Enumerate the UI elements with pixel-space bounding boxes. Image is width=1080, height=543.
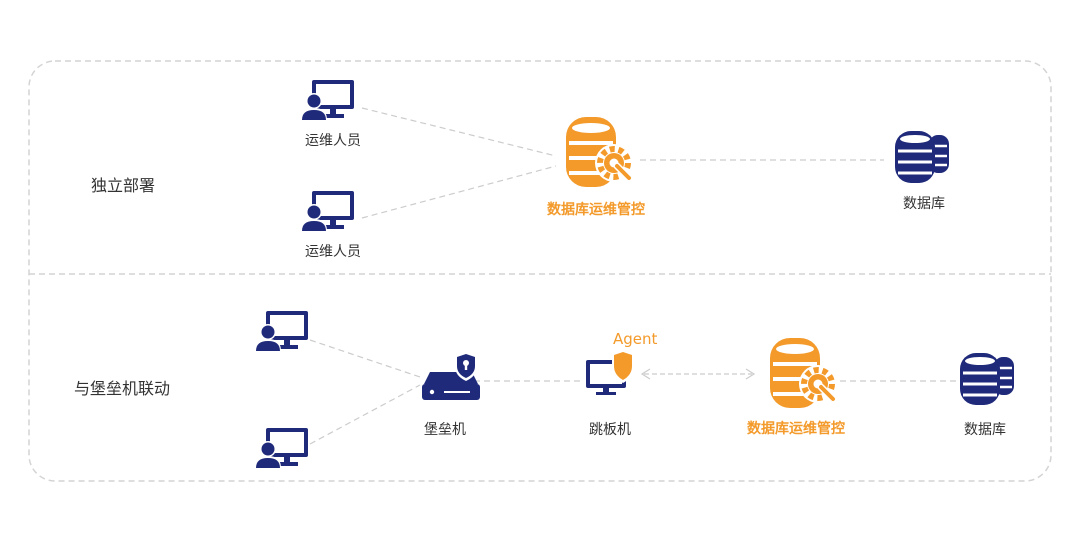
database-gear-icon bbox=[566, 117, 633, 187]
connector-user3-bastion bbox=[309, 339, 421, 378]
user-terminal-icon bbox=[255, 311, 308, 351]
db-manager-label: 数据库运维管控 bbox=[747, 421, 845, 437]
connector-user1-manager bbox=[361, 107, 557, 157]
section-title-standalone: 独立部署 bbox=[91, 176, 156, 195]
user-label: 运维人员 bbox=[305, 133, 361, 149]
connector-user2-manager bbox=[361, 165, 557, 219]
agent-label: Agent bbox=[613, 330, 658, 348]
database-stack-icon bbox=[893, 129, 951, 185]
bastion-label: 堡垒机 bbox=[424, 422, 466, 438]
database-label: 数据库 bbox=[964, 422, 1006, 438]
database-gear-icon bbox=[770, 338, 837, 408]
connector-agent-manager bbox=[640, 368, 756, 380]
connector-user4-bastion bbox=[309, 384, 421, 445]
user-terminal-icon bbox=[301, 191, 354, 231]
jump-host-label: 跳板机 bbox=[589, 422, 631, 438]
user-terminal-icon bbox=[301, 80, 354, 120]
diagram-frame bbox=[28, 60, 1052, 482]
user-label: 运维人员 bbox=[305, 244, 361, 260]
section-title-bastion: 与堡垒机联动 bbox=[74, 379, 171, 398]
server-lock-icon bbox=[422, 352, 480, 400]
user-terminal-icon bbox=[255, 428, 308, 468]
database-stack-icon bbox=[958, 351, 1016, 407]
database-label: 数据库 bbox=[903, 196, 945, 212]
db-manager-label: 数据库运维管控 bbox=[547, 202, 645, 218]
monitor-shield-icon bbox=[586, 350, 634, 395]
